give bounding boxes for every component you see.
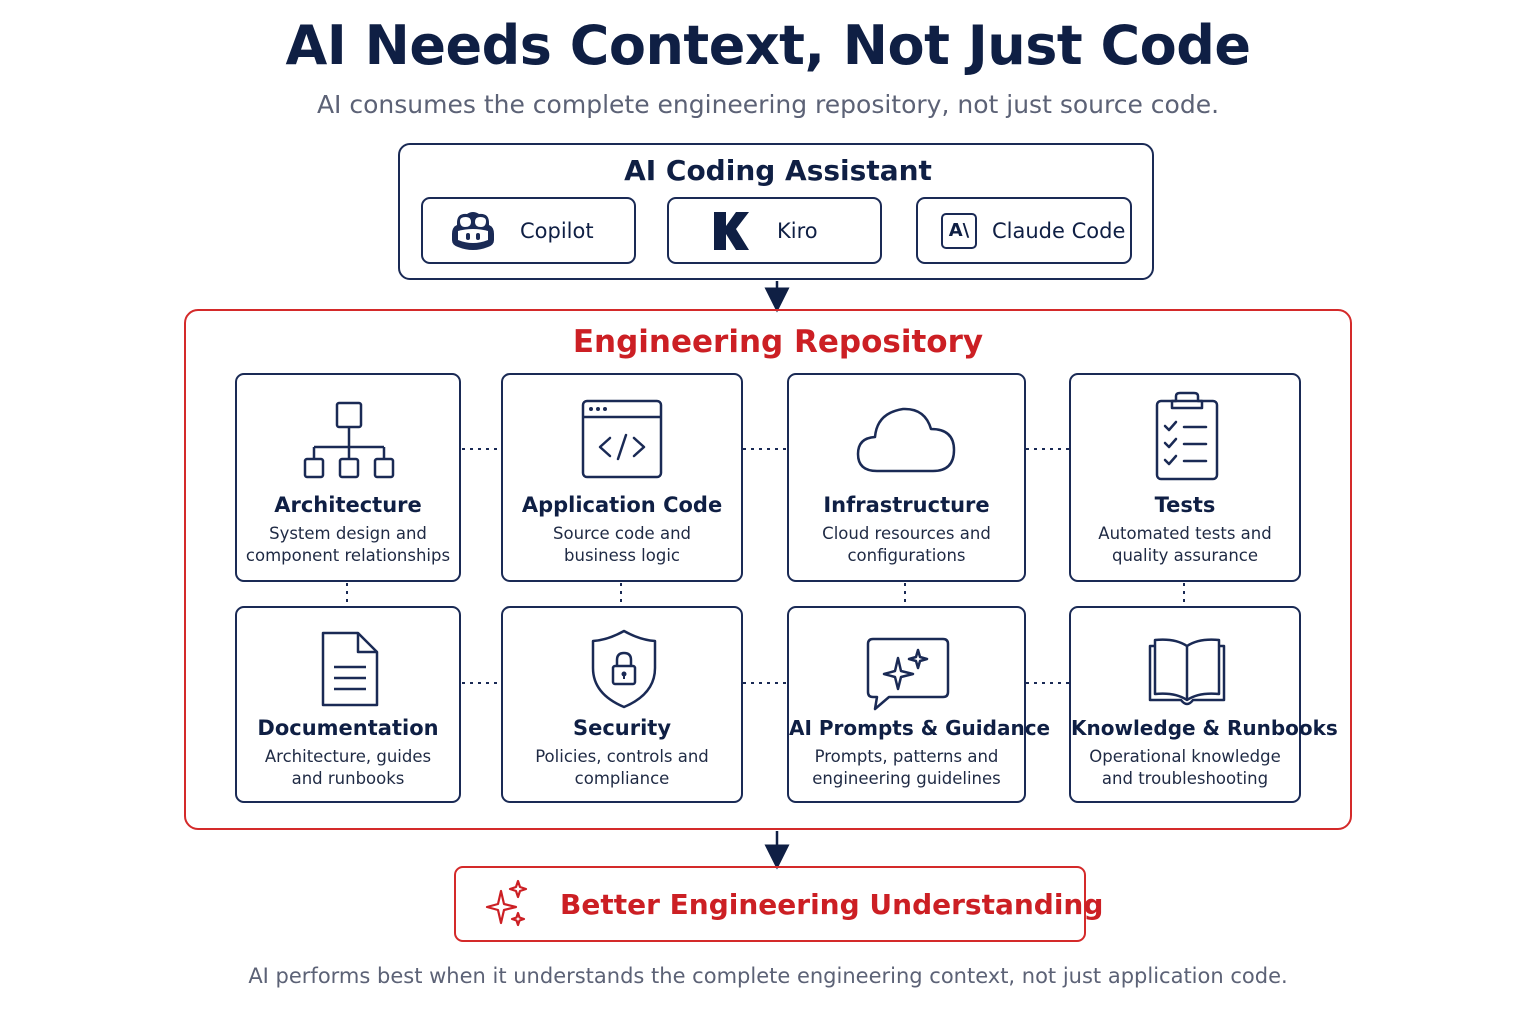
tool-copilot: Copilot: [421, 197, 636, 264]
card-description-line: and troubleshooting: [1101, 769, 1269, 788]
sparkles-icon: [485, 879, 528, 927]
card-title: Infrastructure: [823, 493, 990, 517]
engineering-repository-group: [184, 309, 1352, 830]
dotted-grid-links: [346, 448, 1185, 684]
card-description-line: Policies, controls and: [535, 747, 709, 766]
card-description-line: compliance: [574, 769, 670, 788]
card-ai-prompts-guidance: AI Prompts & Guidance Prompts, patterns …: [787, 606, 1051, 803]
card-security: Security Policies, controls and complian…: [501, 606, 743, 803]
tool-kiro: Kiro: [667, 197, 882, 264]
document-icon: [321, 631, 379, 707]
card-description-line: Source code and: [553, 524, 691, 543]
card-infrastructure: Infrastructure Cloud resources and confi…: [787, 373, 1026, 582]
anthropic-icon: A\: [941, 212, 977, 249]
card-description-line: Automated tests and: [1098, 524, 1272, 543]
tool-label: Copilot: [520, 218, 594, 243]
card-architecture: Architecture System design and component…: [235, 373, 461, 582]
shield-lock-icon: [591, 629, 657, 709]
tool-label: Kiro: [777, 218, 818, 243]
code-window-icon: [581, 399, 663, 479]
card-title: Architecture: [274, 493, 422, 517]
card-description-line: quality assurance: [1111, 546, 1259, 565]
card-description-line: Prompts, patterns and: [814, 747, 999, 766]
card-description-line: engineering guidelines: [812, 769, 1001, 788]
cloud-icon: [856, 407, 956, 473]
outcome-box: [454, 866, 1086, 942]
card-title: Knowledge & Runbooks: [1071, 716, 1338, 740]
card-title: Documentation: [257, 716, 439, 740]
card-tests: Tests Automated tests and quality assura…: [1069, 373, 1301, 582]
card-description-line: Cloud resources and: [822, 524, 991, 543]
card-knowledge-runbooks: Knowledge & Runbooks Operational knowled…: [1069, 606, 1338, 803]
ai-assistant-group: [398, 143, 1154, 280]
card-description-line: component relationships: [245, 546, 451, 565]
repository-title: Engineering Repository: [572, 324, 984, 360]
card-title: Security: [572, 716, 672, 740]
copilot-icon: [452, 211, 494, 250]
card-description-line: System design and: [269, 524, 427, 543]
page-title: AI Needs Context, Not Just Code: [285, 14, 1252, 77]
card-description-line: configurations: [847, 546, 966, 565]
card-application-code: Application Code Source code and busines…: [501, 373, 743, 582]
card-documentation: Documentation Architecture, guides and r…: [235, 606, 461, 803]
hierarchy-icon: [303, 401, 395, 479]
tool-claude-code: A\ Claude Code: [916, 197, 1132, 264]
card-title: Tests: [1154, 493, 1216, 517]
card-description-line: Operational knowledge: [1089, 747, 1281, 766]
tool-label: Claude Code: [992, 218, 1126, 243]
card-description-line: Architecture, guides: [264, 747, 432, 766]
footer-note: AI performs best when it understands the…: [248, 964, 1288, 988]
kiro-icon: [714, 211, 749, 250]
card-description-line: and runbooks: [291, 769, 405, 788]
open-book-icon: [1148, 638, 1226, 706]
outcome-label: Better Engineering Understanding: [560, 888, 1104, 921]
page-subtitle: AI consumes the complete engineering rep…: [316, 90, 1220, 119]
clipboard-checklist-icon: [1155, 391, 1219, 481]
chat-sparkle-icon: [866, 637, 950, 711]
card-title: AI Prompts & Guidance: [789, 716, 1051, 740]
card-description-line: business logic: [564, 546, 680, 565]
card-title: Application Code: [521, 493, 723, 517]
ai-assistant-title: AI Coding Assistant: [624, 154, 932, 187]
